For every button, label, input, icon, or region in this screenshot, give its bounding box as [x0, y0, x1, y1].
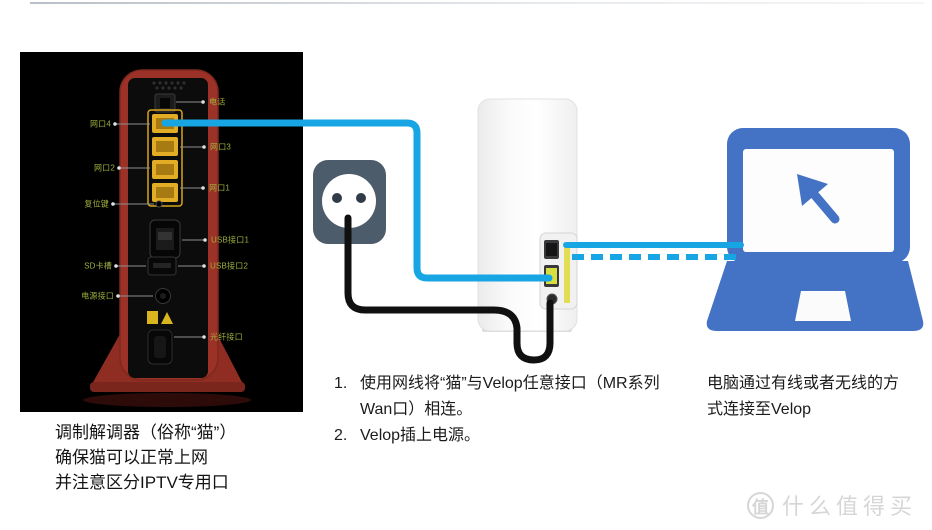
fiber-port-inner	[154, 336, 166, 358]
outlet-hole-left	[332, 193, 342, 203]
watermark-text: 什么值得买	[782, 494, 918, 519]
top-divider-line	[30, 2, 924, 4]
instruction-text: 使用网线将“猫”与Velop任意接口（MR系列Wan口）相连。	[360, 375, 660, 418]
warning-label-icon	[147, 311, 158, 324]
modem-label-phone: 电话	[209, 97, 226, 107]
power-cable	[344, 214, 554, 364]
warning-triangle-icon	[161, 312, 173, 324]
instruction-item-1: 1. 使用网线将“猫”与Velop任意接口（MR系列Wan口）相连。	[334, 371, 674, 423]
instruction-number: 2.	[334, 427, 348, 444]
sd-slot-inner	[153, 263, 171, 268]
computer-note: 电脑通过有线或者无线的方式连接至Velop	[707, 375, 900, 418]
modem-caption-line-1: 调制解调器（俗称“猫”）	[55, 423, 237, 442]
outlet-socket	[322, 174, 376, 228]
modem-label-lan1: 网口1	[209, 183, 231, 193]
modem-photo-panel: 网口4 网口2 复位键 SD卡槽 电源接口 电话 网口3 网口1 USB接口1 …	[20, 52, 303, 412]
velop-router	[477, 98, 578, 332]
modem-label-usb2: USB接口2	[210, 261, 249, 271]
modem-label-lan3: 网口3	[210, 142, 232, 152]
modem-label-lan4: 网口4	[89, 119, 111, 129]
power-jack-inner	[160, 293, 166, 299]
outlet-hole-right	[356, 193, 366, 203]
phone-port-inner	[160, 98, 170, 108]
laptop-icon	[706, 128, 924, 331]
modem-label-usb1: USB接口1	[211, 235, 250, 245]
usb-port-1-tongue	[158, 232, 172, 240]
router-ethernet-port-top-inner	[546, 243, 557, 256]
instruction-number: 1.	[334, 375, 348, 392]
lan-port-1-inner	[156, 187, 174, 198]
router-sticker	[564, 247, 570, 303]
lan-port-3-inner	[156, 141, 174, 152]
power-outlet-icon	[313, 160, 386, 244]
ethernet-cable-modem-velop	[161, 119, 553, 282]
cursor-icon	[797, 174, 840, 224]
modem-vents	[152, 81, 186, 90]
modem-label-power: 电源接口	[81, 291, 114, 301]
modem-label-fiber: 光纤接口	[210, 332, 243, 342]
instruction-item-2: 2. Velop插上电源。	[334, 423, 674, 449]
lan-port-2-inner	[156, 164, 174, 175]
modem-caption-line-2: 确保猫可以正常上网	[55, 448, 208, 467]
modem-base-plinth	[90, 382, 245, 392]
reset-button	[155, 200, 163, 208]
modem-label-sd: SD卡槽	[84, 261, 112, 271]
label-dots	[111, 100, 207, 339]
instruction-text: Velop插上电源。	[360, 427, 481, 444]
modem-label-lan2: 网口2	[93, 163, 115, 173]
modem-caption: 调制解调器（俗称“猫”） 确保猫可以正常上网 并注意区分IPTV专用口	[55, 420, 315, 495]
laptop-trackpad	[795, 291, 851, 321]
watermark: 值 什么值得买	[747, 489, 917, 521]
modem-reflection	[83, 393, 251, 407]
modem-label-reset: 复位键	[84, 199, 109, 209]
smzdm-badge-icon: 值	[747, 491, 774, 519]
label-leader-lines	[114, 101, 203, 338]
lan-group-outline	[147, 109, 183, 207]
instructions-list: 1. 使用网线将“猫”与Velop任意接口（MR系列Wan口）相连。 2. Ve…	[334, 371, 674, 449]
modem-caption-line-3: 并注意区分IPTV专用口	[55, 473, 229, 492]
